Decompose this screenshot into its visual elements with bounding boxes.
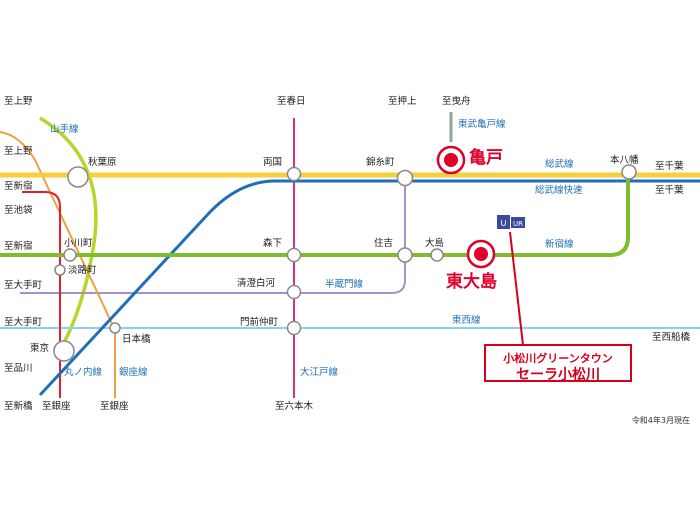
station-label-kinshicho: 錦糸町	[366, 157, 395, 168]
dir-kasuga: 至春日	[277, 96, 306, 107]
svg-text:∪: ∪	[500, 218, 507, 229]
station-label-nihonbashi: 日本橋	[122, 334, 151, 345]
higashiojima-marker[interactable]	[466, 239, 496, 269]
dir-ginza-2: 至銀座	[100, 401, 129, 412]
yamanote-line	[39, 116, 98, 354]
property-callout[interactable]: 小松川グリーンタウン セーラ小松川	[484, 344, 632, 383]
dir-nishifunabashi: 至西船橋	[652, 332, 691, 343]
dir-shimbashi: 至新橋	[4, 401, 33, 412]
sobu-rapid-line	[38, 179, 700, 397]
property-pointer	[509, 231, 524, 346]
label-yamanote: 山手線	[50, 124, 79, 135]
station-label-akihabara: 秋葉原	[88, 157, 117, 168]
label-hanzomon: 半蔵門線	[325, 279, 364, 290]
station-label-motoyawata: 本八幡	[610, 155, 639, 166]
dir-otemachi-2: 至大手町	[4, 317, 43, 328]
station-sumiyoshi[interactable]	[397, 247, 413, 263]
station-label-ogawamachi: 小川町	[64, 238, 93, 249]
station-label-ojima: 大島	[425, 238, 445, 249]
label-ginza: 銀座線	[119, 367, 148, 378]
dir-ueno: 至上野	[4, 146, 33, 157]
label-tobu-kameido: 東武亀戸線	[458, 119, 506, 130]
date-note: 令和4年3月現在	[631, 416, 690, 425]
dir-chiba-2: 至千葉	[655, 185, 684, 196]
ur-logo: ∪ UR	[497, 215, 525, 229]
dir-shinagawa: 至品川	[4, 363, 33, 374]
station-label-sumiyoshi: 住吉	[374, 238, 394, 249]
station-label-morishita: 森下	[263, 238, 283, 249]
property-line2: セーラ小松川	[516, 367, 600, 383]
station-morishita[interactable]	[286, 247, 302, 263]
station-label-kiyosumi: 清澄白河	[237, 278, 276, 289]
highlight-kameido: 亀戸	[469, 148, 503, 168]
station-nihonbashi[interactable]	[109, 322, 121, 334]
ginza-line	[0, 131, 116, 398]
dir-otemachi-1: 至大手町	[4, 280, 43, 291]
label-sobu: 総武線	[545, 159, 574, 170]
kameido-marker[interactable]	[436, 145, 466, 175]
dir-chiba-1: 至千葉	[655, 161, 684, 172]
station-awajicho[interactable]	[54, 264, 66, 276]
shinjuku-line	[0, 172, 630, 257]
hanzomon-line	[20, 170, 406, 294]
station-label-tokyo: 東京	[30, 343, 50, 354]
station-monzen[interactable]	[286, 320, 302, 336]
station-tokyo[interactable]	[53, 340, 75, 362]
label-tozai: 東西線	[452, 315, 481, 326]
dir-oshiage: 至押上	[388, 96, 417, 107]
station-label-monzen: 門前仲町	[240, 317, 279, 328]
dir-shinjuku-2: 至新宿	[4, 241, 33, 252]
station-kinshicho[interactable]	[396, 169, 414, 187]
marunouchi-line	[22, 191, 61, 398]
station-ryogoku[interactable]	[286, 166, 302, 182]
dir-hikifune: 至曳舟	[442, 96, 471, 107]
dir-roppongi: 至六本木	[275, 401, 314, 412]
label-marunouchi: 丸ノ内線	[64, 367, 103, 378]
ur-logo-text: UR	[513, 220, 523, 228]
label-sobu-rapid: 総武線快速	[535, 185, 583, 196]
station-label-ryogoku: 両国	[263, 157, 283, 168]
station-motoyawata[interactable]	[621, 164, 637, 180]
station-ojima[interactable]	[430, 248, 444, 262]
highlight-higashiojima: 東大島	[446, 272, 497, 292]
station-label-awajicho: 淡路町	[68, 265, 97, 276]
station-kiyosumi[interactable]	[286, 284, 302, 300]
property-line1: 小松川グリーンタウン	[503, 352, 613, 365]
dir-ikebukuro: 至池袋	[4, 205, 33, 216]
dir-shinjuku-1: 至新宿	[4, 181, 33, 192]
station-ogawamachi[interactable]	[63, 248, 77, 262]
dir-ueno-top: 至上野	[4, 96, 33, 107]
label-shinjuku: 新宿線	[545, 239, 574, 250]
dir-ginza-1: 至銀座	[42, 401, 71, 412]
label-oedo: 大江戸線	[300, 367, 339, 378]
station-akihabara[interactable]	[67, 166, 89, 188]
